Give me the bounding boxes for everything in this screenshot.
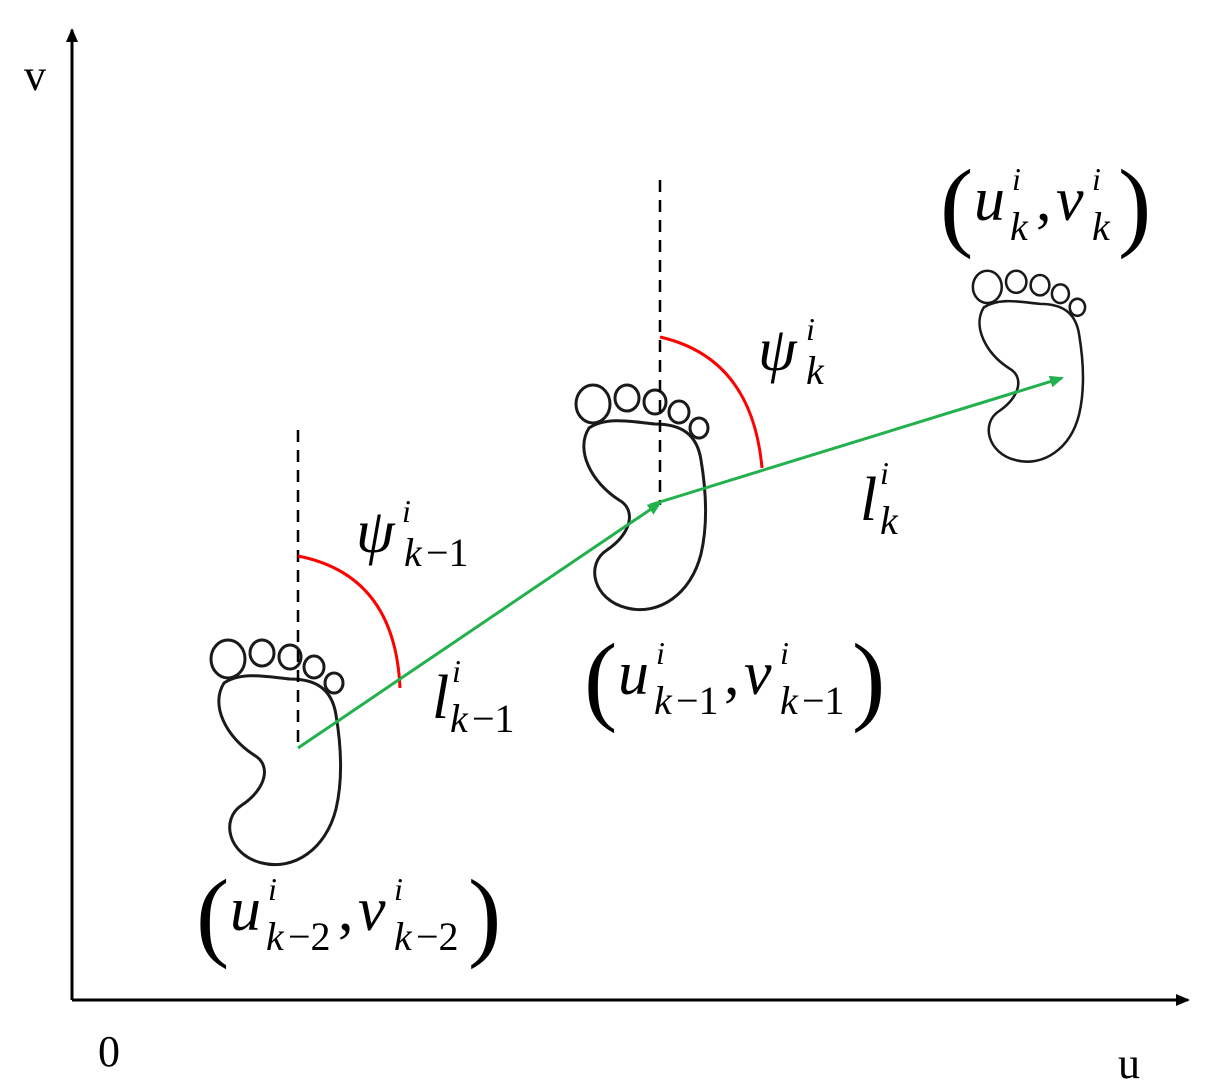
svg-text:(: ( bbox=[940, 149, 973, 260]
svg-text:i: i bbox=[1012, 161, 1021, 197]
svg-text:): ) bbox=[852, 623, 885, 734]
svg-text:i: i bbox=[402, 493, 411, 529]
svg-text:ψ: ψ bbox=[758, 316, 798, 384]
heading-arc-2 bbox=[659, 335, 764, 469]
footprint-k-2-icon bbox=[209, 638, 345, 867]
angle-label-k-1: ψ i k −1 bbox=[356, 493, 469, 575]
footprint-k-icon bbox=[971, 269, 1087, 463]
svg-text:u: u bbox=[974, 166, 1005, 234]
svg-text:(: ( bbox=[196, 859, 229, 970]
svg-text:l: l bbox=[432, 664, 449, 732]
svg-text:k: k bbox=[394, 914, 413, 959]
svg-text:k: k bbox=[654, 678, 673, 723]
svg-text:ψ: ψ bbox=[356, 498, 396, 566]
svg-text:−1: −1 bbox=[472, 696, 515, 741]
svg-text:v: v bbox=[744, 640, 772, 708]
svg-text:i: i bbox=[806, 311, 815, 347]
x-axis-label: u bbox=[1118, 1039, 1140, 1086]
svg-text:i: i bbox=[1092, 161, 1101, 197]
svg-text:k: k bbox=[806, 348, 825, 393]
svg-text:u: u bbox=[230, 876, 261, 944]
svg-text:k: k bbox=[880, 498, 899, 543]
step-vector-2 bbox=[649, 375, 1064, 507]
svg-text:i: i bbox=[656, 635, 665, 671]
svg-text:v: v bbox=[1056, 166, 1084, 234]
svg-text:k: k bbox=[450, 696, 469, 741]
origin-label: 0 bbox=[98, 1027, 120, 1076]
svg-text:−1: −1 bbox=[802, 678, 845, 723]
svg-text:i: i bbox=[268, 871, 277, 907]
svg-text:i: i bbox=[452, 653, 461, 689]
svg-text:u: u bbox=[618, 640, 649, 708]
coord-label-k-2: ( u i k −2 , v i k −2 ) bbox=[196, 859, 501, 970]
step-vector-1 bbox=[297, 501, 662, 750]
svg-text:): ) bbox=[468, 859, 501, 970]
svg-text:k: k bbox=[780, 678, 799, 723]
svg-text:): ) bbox=[1118, 149, 1151, 260]
angle-label-k: ψ i k bbox=[758, 311, 825, 393]
svg-text:i: i bbox=[880, 455, 889, 491]
svg-text:k: k bbox=[1092, 204, 1111, 249]
coord-label-k: ( u i k , v i k ) bbox=[940, 149, 1151, 260]
footprint-k-1-icon bbox=[574, 383, 710, 612]
svg-text:k: k bbox=[404, 530, 423, 575]
svg-text:,: , bbox=[338, 876, 354, 944]
step-length-label-k-1: l i k −1 bbox=[432, 653, 515, 741]
svg-text:,: , bbox=[724, 640, 740, 708]
svg-text:−2: −2 bbox=[288, 914, 331, 959]
svg-text:k: k bbox=[1010, 204, 1029, 249]
heading-arc-1 bbox=[297, 554, 402, 689]
svg-text:,: , bbox=[1036, 166, 1052, 234]
svg-text:−2: −2 bbox=[416, 914, 459, 959]
svg-text:−1: −1 bbox=[426, 530, 469, 575]
svg-text:−1: −1 bbox=[676, 678, 719, 723]
svg-text:(: ( bbox=[584, 623, 617, 734]
coord-label-k-1: ( u i k −1 , v i k −1 ) bbox=[584, 623, 885, 734]
y-axis-label: v bbox=[24, 51, 46, 100]
step-length-label-k: l i k bbox=[860, 455, 899, 543]
svg-text:l: l bbox=[860, 466, 877, 534]
svg-text:v: v bbox=[358, 876, 386, 944]
svg-text:k: k bbox=[266, 914, 285, 959]
svg-text:i: i bbox=[394, 871, 403, 907]
svg-text:i: i bbox=[780, 635, 789, 671]
